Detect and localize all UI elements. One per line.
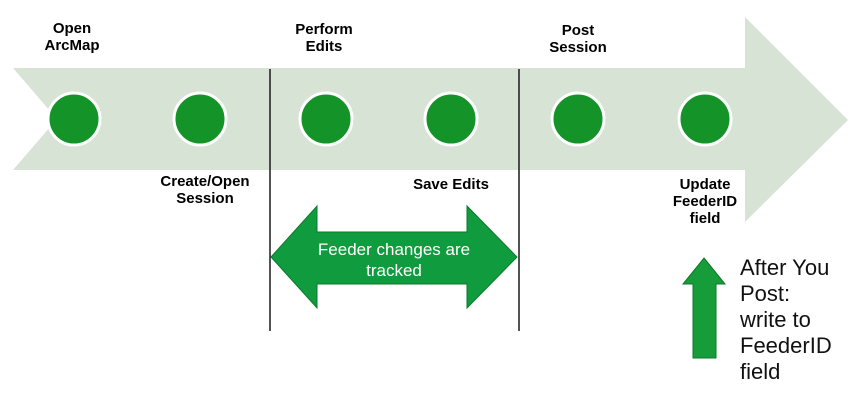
tracked-span-double-arrow-icon [270, 204, 518, 310]
post-note-text: After You Post: write to FeederID field [740, 255, 832, 384]
step-node-update-feederid [677, 91, 733, 147]
step-node-open-arcmap [46, 91, 102, 147]
step-label-update-feederid: Update FeederID field [672, 176, 738, 227]
tracked-span-label: Feeder changes are tracked [317, 240, 471, 280]
step-label-perform-edits: Perform Edits [295, 21, 353, 55]
step-label-create-open-session: Create/Open Session [160, 173, 250, 207]
step-label-save-edits: Save Edits [413, 176, 489, 193]
step-label-open-arcmap: Open ArcMap [44, 20, 100, 54]
step-node-perform-edits [298, 91, 354, 147]
step-node-create-open-session [172, 91, 228, 147]
step-node-save-edits [423, 91, 479, 147]
post-note-up-arrow-icon [681, 257, 727, 359]
step-label-post-session: Post Session [549, 22, 607, 56]
step-node-post-session [550, 91, 606, 147]
